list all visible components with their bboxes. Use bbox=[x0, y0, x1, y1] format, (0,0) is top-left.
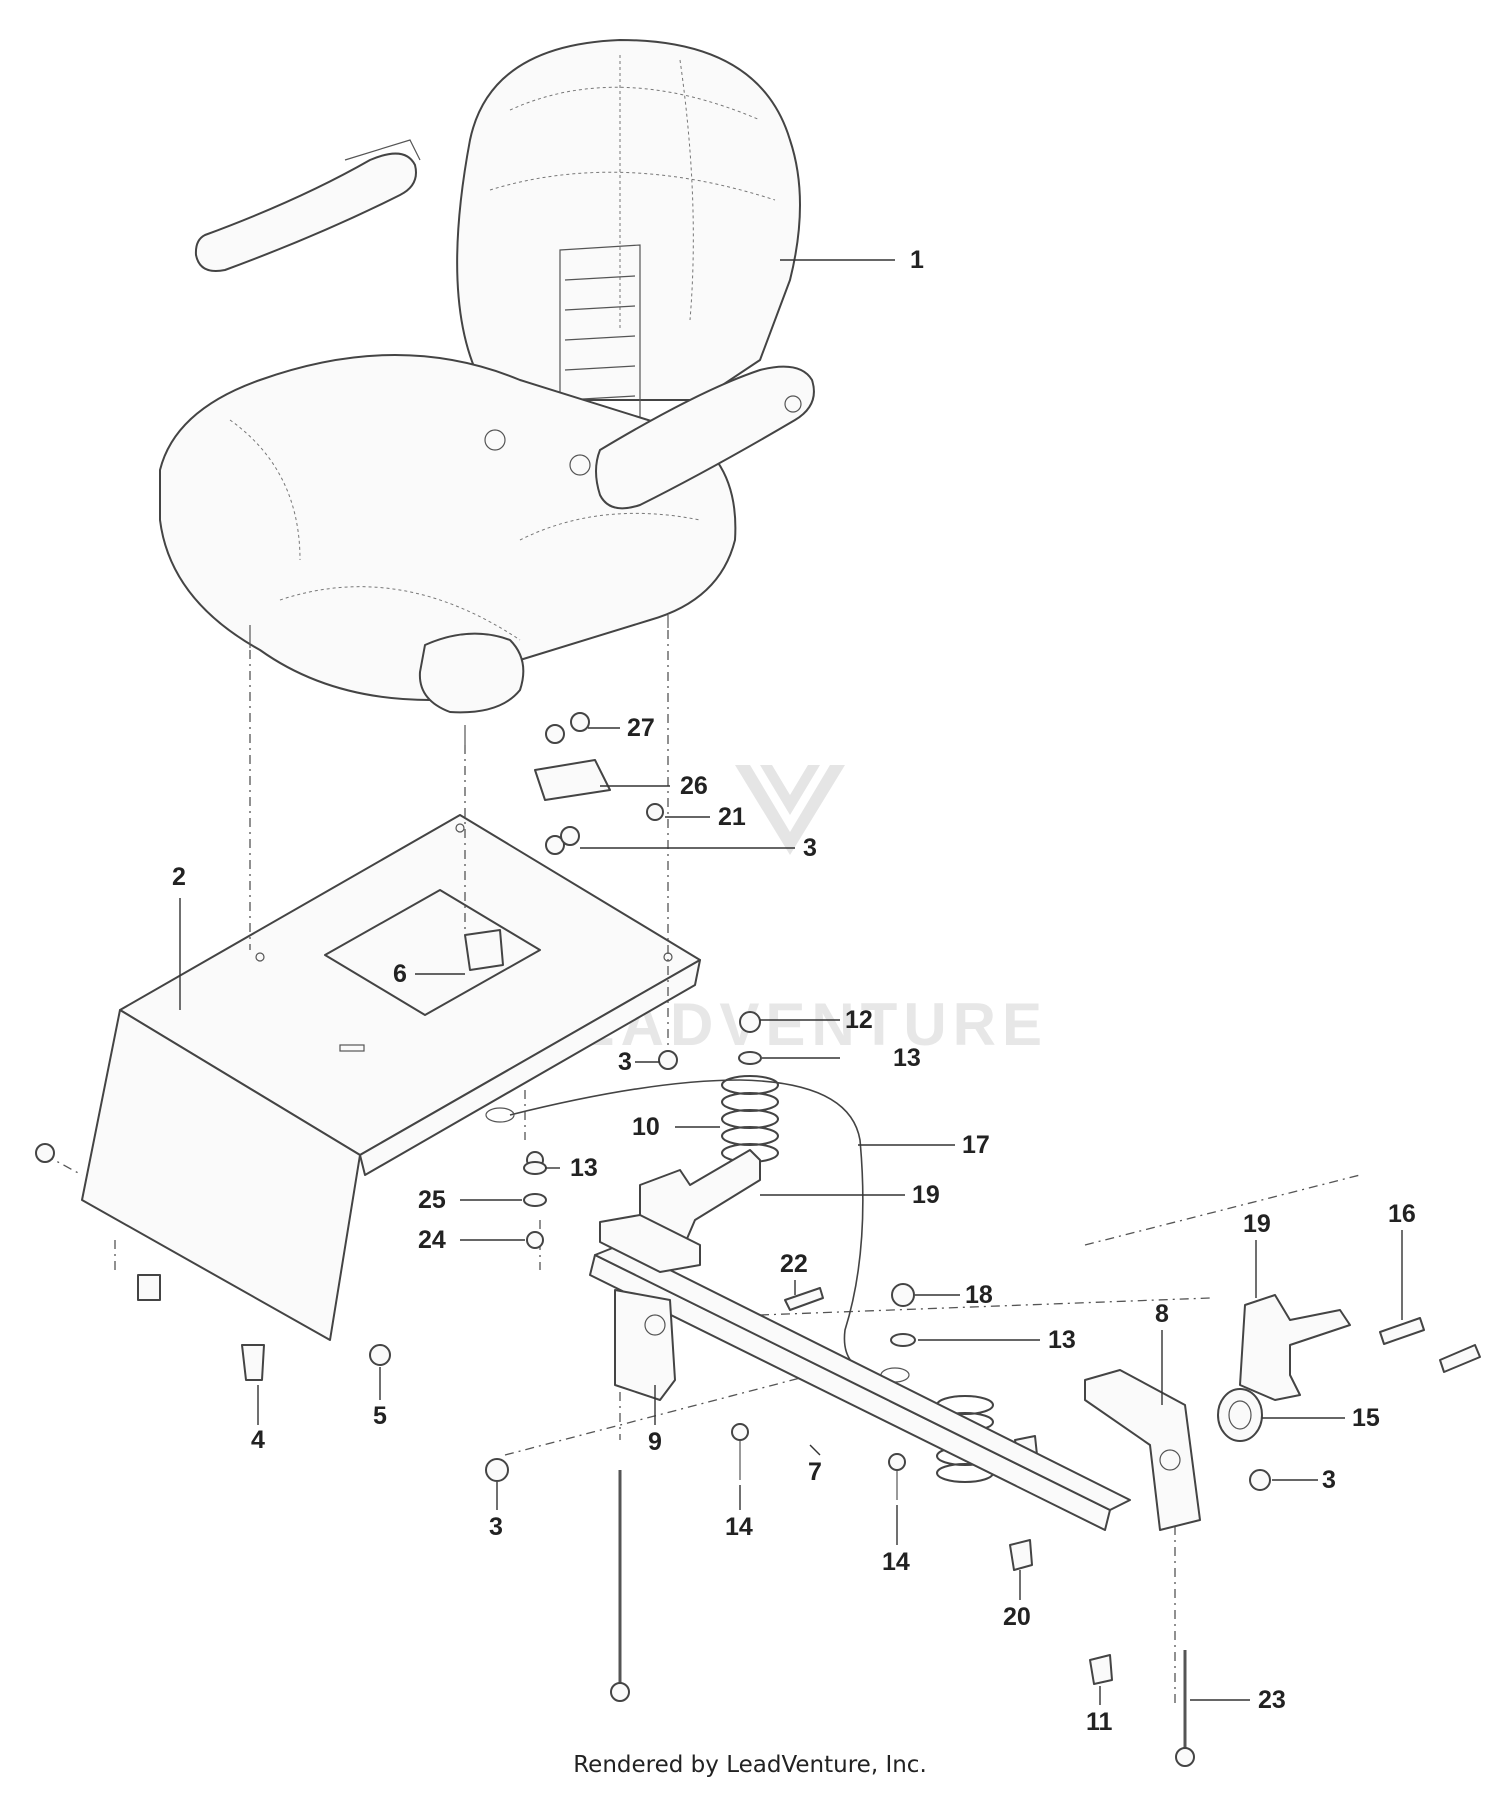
callout-4: 4 bbox=[251, 1426, 265, 1454]
callout-labels: 1 2 27 26 21 3 6 12 13 3 10 17 13 25 19 … bbox=[172, 246, 1416, 1736]
callout-25: 25 bbox=[418, 1186, 446, 1214]
callout-7: 7 bbox=[808, 1458, 822, 1486]
callout-9: 9 bbox=[648, 1428, 662, 1456]
callout-1: 1 bbox=[910, 246, 924, 274]
callout-3: 3 bbox=[803, 834, 817, 862]
callout-10: 10 bbox=[632, 1113, 660, 1141]
callout-5: 5 bbox=[373, 1402, 387, 1430]
callout-24: 24 bbox=[418, 1226, 446, 1254]
callout-14: 14 bbox=[725, 1513, 753, 1541]
callout-20: 20 bbox=[1003, 1603, 1031, 1631]
callout-3: 3 bbox=[489, 1513, 503, 1541]
callout-14: 14 bbox=[882, 1548, 910, 1576]
callout-13: 13 bbox=[893, 1044, 921, 1072]
callout-11: 11 bbox=[1086, 1708, 1113, 1736]
callout-18: 18 bbox=[965, 1281, 993, 1309]
seat-assembly bbox=[159, 39, 815, 745]
callout-21: 21 bbox=[718, 803, 746, 831]
callout-3: 3 bbox=[1322, 1466, 1336, 1494]
callout-6: 6 bbox=[393, 960, 407, 988]
callout-26: 26 bbox=[680, 772, 708, 800]
callout-3: 3 bbox=[618, 1048, 632, 1076]
leader-lines bbox=[179, 259, 1403, 1705]
callout-8: 8 bbox=[1155, 1300, 1169, 1328]
cable bbox=[485, 1079, 910, 1383]
callout-27: 27 bbox=[627, 714, 655, 742]
callout-15: 15 bbox=[1352, 1404, 1380, 1432]
callout-2: 2 bbox=[172, 863, 186, 891]
callout-13: 13 bbox=[570, 1154, 598, 1182]
seat-pan bbox=[81, 814, 701, 1341]
footer-credit: Rendered by LeadVenture, Inc. bbox=[573, 1752, 927, 1778]
callout-12: 12 bbox=[845, 1006, 873, 1034]
hardware bbox=[35, 712, 1481, 1767]
callout-23: 23 bbox=[1258, 1686, 1286, 1714]
callout-19: 19 bbox=[912, 1181, 940, 1209]
callout-19: 19 bbox=[1243, 1210, 1271, 1238]
callout-13: 13 bbox=[1048, 1326, 1076, 1354]
callout-17: 17 bbox=[962, 1131, 990, 1159]
callout-22: 22 bbox=[780, 1250, 808, 1278]
callout-16: 16 bbox=[1388, 1200, 1416, 1228]
frame-brackets bbox=[589, 1149, 1351, 1531]
